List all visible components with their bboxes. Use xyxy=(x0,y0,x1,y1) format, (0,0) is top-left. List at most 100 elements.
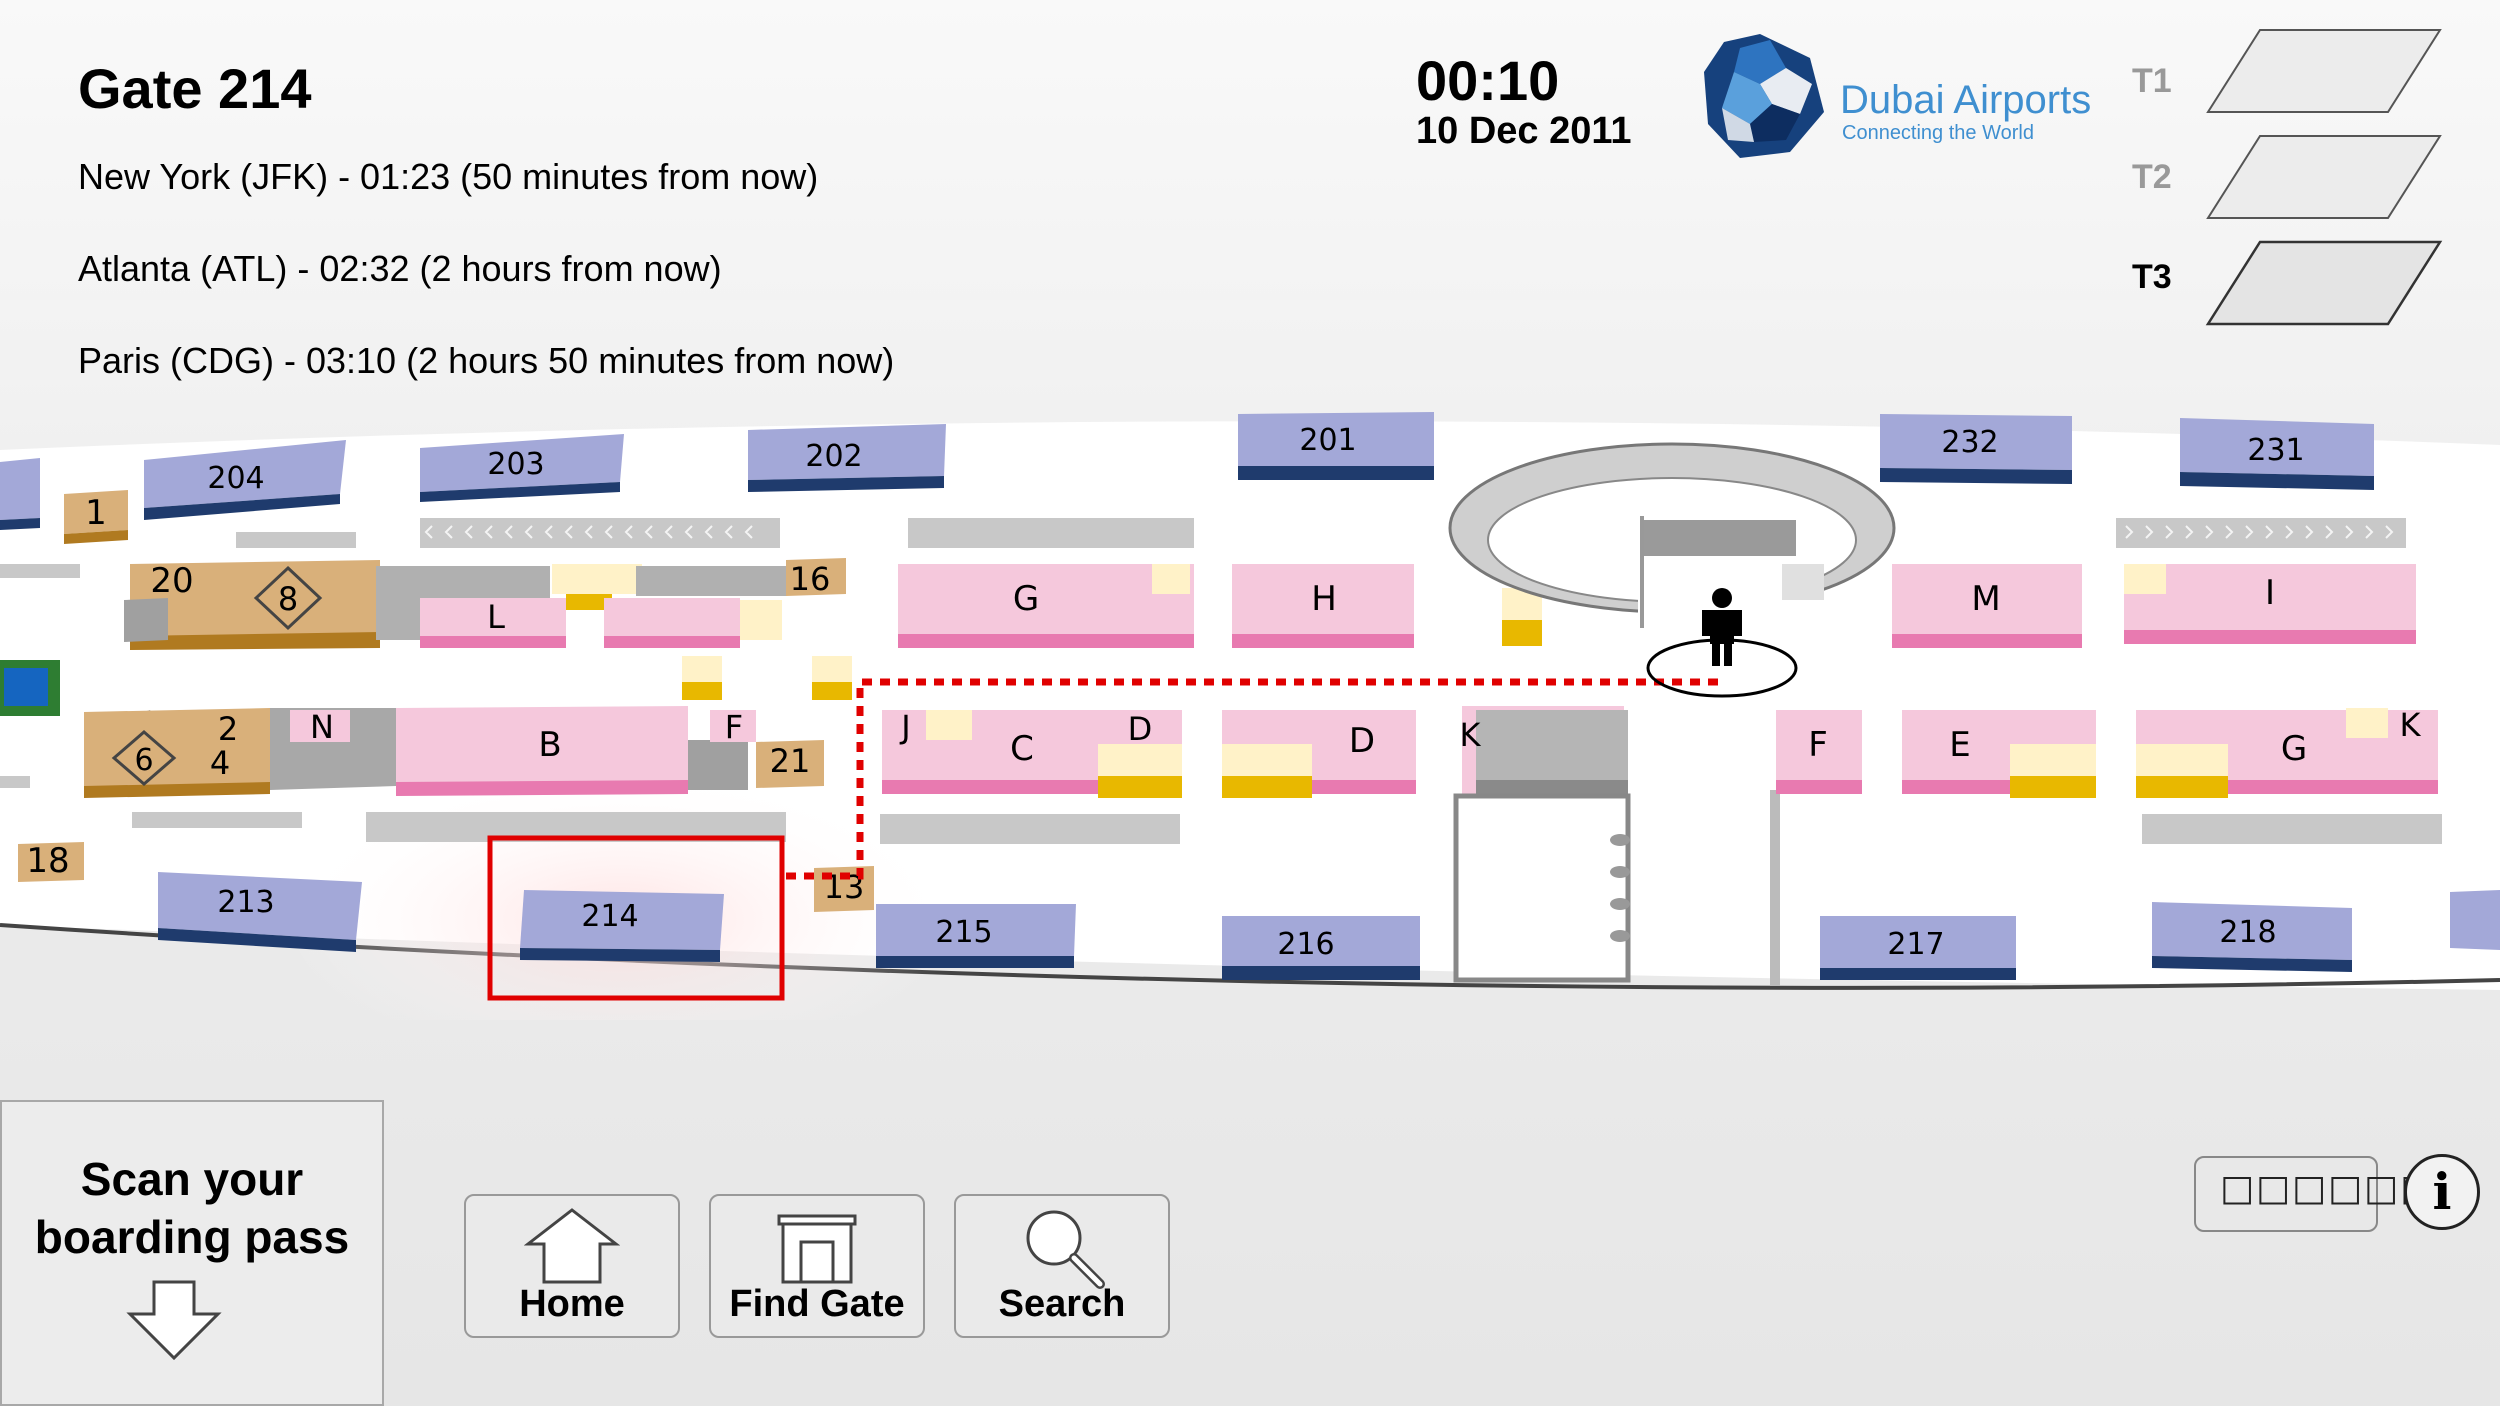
zone-21[interactable]: 21 xyxy=(756,740,824,788)
zone-6-label: 6 xyxy=(134,743,153,778)
you-are-here-icon xyxy=(1646,588,1798,698)
flight-info-cdg: Paris (CDG) - 03:10 (2 hours 50 minutes … xyxy=(78,340,895,381)
gate-216[interactable]: 216 xyxy=(1222,916,1420,980)
home-icon xyxy=(524,1208,620,1284)
info-button[interactable]: i xyxy=(2404,1154,2480,1230)
shop-c-label: C xyxy=(1010,729,1034,769)
home-button[interactable]: Home xyxy=(464,1194,680,1338)
gate-232-label: 232 xyxy=(1941,425,1998,460)
gate-202[interactable]: 202 xyxy=(748,424,946,492)
gate-202-label: 202 xyxy=(805,439,862,474)
clock-time: 00:10 xyxy=(1416,49,1560,112)
shop-n-label: N xyxy=(310,708,334,746)
gate-203-label: 203 xyxy=(487,447,544,482)
gate-title: Gate 214 xyxy=(78,57,312,120)
gate-218[interactable]: 218 xyxy=(2152,902,2352,972)
zone-18[interactable]: 18 xyxy=(18,841,84,882)
gate-214[interactable]: 214 xyxy=(520,890,724,962)
shop-g-k[interactable]: K G xyxy=(2136,706,2438,798)
search-button-label: Search xyxy=(998,1283,1126,1325)
language-selector[interactable] xyxy=(2194,1156,2378,1232)
gate-215-label: 215 xyxy=(935,915,992,950)
shop-d-left-label: D xyxy=(1128,710,1153,748)
gate-218-label: 218 xyxy=(2219,915,2276,950)
shop-b[interactable]: B xyxy=(396,706,688,796)
terminal-t1-label[interactable]: T1 xyxy=(2132,62,2172,100)
gate-217-label: 217 xyxy=(1887,927,1944,962)
zone-2-6-4[interactable]: 2 6 4 xyxy=(84,708,270,798)
terminal-t3-shape[interactable] xyxy=(2204,238,2444,328)
shop-g-top[interactable]: G xyxy=(898,564,1194,648)
terminal-t1-shape[interactable] xyxy=(2204,26,2444,116)
cafe-block xyxy=(552,564,642,594)
zone-16-label: 16 xyxy=(790,560,831,598)
zone-18-label: 18 xyxy=(26,841,69,881)
central-pavilion xyxy=(1448,442,1896,628)
zone-1[interactable]: 1 xyxy=(64,490,128,544)
gate-203[interactable]: 203 xyxy=(420,434,624,502)
terminal-t2-shape[interactable] xyxy=(2204,132,2444,222)
shop-j-label: J xyxy=(899,708,910,746)
shop-f-left[interactable]: F xyxy=(710,708,756,746)
pier-structure xyxy=(1453,790,1780,986)
home-button-label: Home xyxy=(519,1283,625,1325)
shop-f-left-label: F xyxy=(725,708,743,746)
shop-l-label: L xyxy=(487,598,505,636)
gate-232[interactable]: 232 xyxy=(1880,414,2072,484)
shop-h-label: H xyxy=(1311,579,1337,619)
walkway-chevrons xyxy=(424,525,2394,539)
logo-tagline: Connecting the World xyxy=(1842,122,2034,144)
gate-201[interactable]: 201 xyxy=(1238,412,1434,480)
zone-16[interactable]: 16 xyxy=(786,558,846,598)
shop-b-label: B xyxy=(538,725,561,765)
route-path xyxy=(784,678,1718,880)
flight-info-atl: Atlanta (ATL) - 02:32 (2 hours from now) xyxy=(78,248,722,289)
gate-204[interactable]: 204 xyxy=(144,440,346,520)
zone-20-8[interactable]: 20 8 xyxy=(130,560,380,650)
gate-231-label: 231 xyxy=(2247,433,2304,468)
shop-c-j-d[interactable]: J C D xyxy=(882,708,1182,798)
terminal-t3-label[interactable]: T3 xyxy=(2132,258,2172,296)
flight-info-jfk: New York (JFK) - 01:23 (50 minutes from … xyxy=(78,156,819,197)
shop-f-right-label: F xyxy=(1808,725,1828,765)
shop-e[interactable]: E xyxy=(1902,710,2096,798)
scan-boarding-pass-panel[interactable]: Scan your boarding pass xyxy=(0,1100,384,1406)
arrow-down-icon xyxy=(126,1280,222,1360)
current-date: 10 Dec 2011 xyxy=(1416,110,1632,152)
shop-d-right-label: D xyxy=(1349,721,1375,761)
terminal-map[interactable]: 204 203 202 201 232 231 213 214 xyxy=(0,400,2500,1020)
scan-instruction: Scan your boarding pass xyxy=(34,1153,350,1263)
search-button[interactable]: Search xyxy=(954,1194,1170,1338)
shop-i[interactable]: I xyxy=(2124,564,2416,644)
gate-partial-right xyxy=(2450,890,2500,950)
shop-f-right[interactable]: F xyxy=(1776,710,1862,794)
zone-2-label: 2 xyxy=(218,710,238,748)
gate-204-label: 204 xyxy=(207,461,264,496)
shop-d-right[interactable]: D xyxy=(1222,710,1416,798)
zone-k-center[interactable]: K xyxy=(1460,706,1628,804)
gate-partial-left xyxy=(0,458,40,520)
shop-h[interactable]: H xyxy=(1232,564,1414,648)
gate-213[interactable]: 213 xyxy=(158,872,362,952)
gate-highlight-box xyxy=(487,835,785,1001)
gate-231[interactable]: 231 xyxy=(2180,418,2374,490)
find-gate-button[interactable]: Find Gate xyxy=(709,1194,925,1338)
gate-217[interactable]: 217 xyxy=(1820,916,2016,980)
zone-8-label: 8 xyxy=(278,580,298,618)
terminal-t2-label[interactable]: T2 xyxy=(2132,158,2172,196)
zone-21-label: 21 xyxy=(770,742,811,780)
shop-m[interactable]: M xyxy=(1892,564,2082,648)
shop-g-top-label: G xyxy=(1013,579,1039,619)
gate-201-label: 201 xyxy=(1299,423,1356,458)
shop-m-label: M xyxy=(1971,579,2000,619)
gate-214-label: 214 xyxy=(581,899,638,934)
zone-k-center-label: K xyxy=(1460,716,1482,754)
shop-i-label: I xyxy=(2265,573,2275,613)
shop-n[interactable]: N xyxy=(270,708,396,790)
shop-l[interactable]: L xyxy=(376,566,566,648)
find-gate-button-label: Find Gate xyxy=(729,1283,905,1325)
dubai-airports-logo-icon xyxy=(1704,34,1824,158)
shop-k-right-label: K xyxy=(2400,706,2422,744)
gate-215[interactable]: 215 xyxy=(876,904,1076,968)
gate-icon xyxy=(777,1214,857,1284)
